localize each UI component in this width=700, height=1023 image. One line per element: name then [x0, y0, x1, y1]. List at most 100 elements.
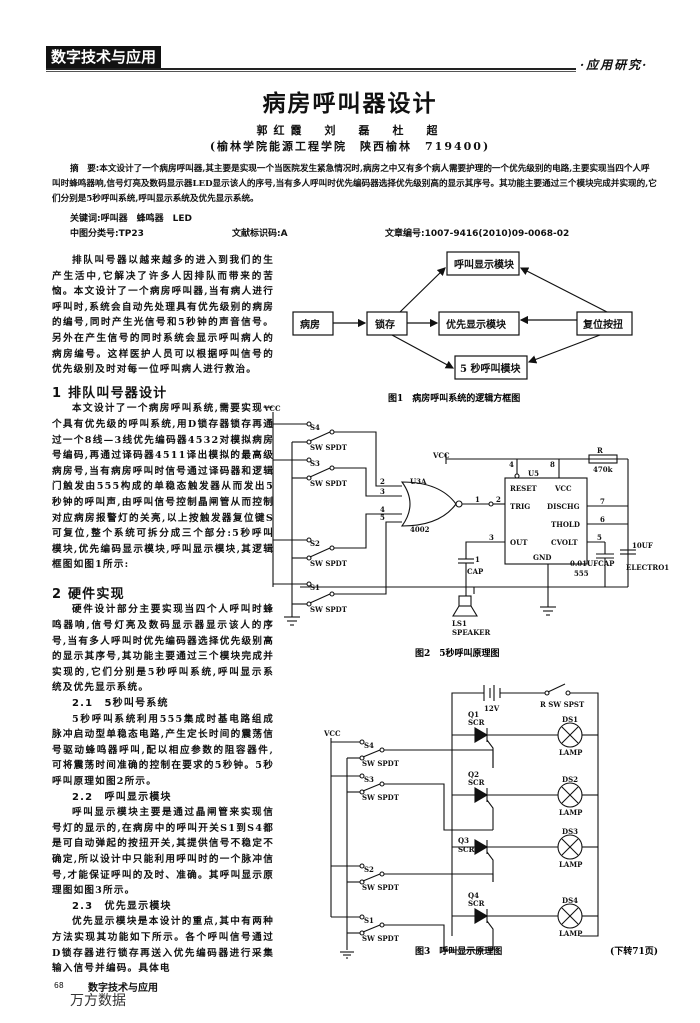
- label-sw-s4: SW SPDT: [310, 443, 348, 452]
- label-sw: SW SPDT: [362, 883, 400, 892]
- authors: 郭红霞 刘 磊 杜 超: [256, 124, 444, 137]
- affiliation: (榆林学院能源工程学院 陕西榆林 719400): [209, 140, 491, 153]
- label-s1: S1: [364, 916, 374, 925]
- nor-gate: [400, 481, 457, 527]
- switch-s2: [273, 513, 402, 561]
- label-lamp: LAMP: [559, 808, 583, 817]
- label-12v: 12V: [484, 704, 500, 713]
- label-sw-s2: SW SPDT: [310, 559, 348, 568]
- label-vcc-555: VCC: [432, 451, 450, 460]
- pin-label: 8: [550, 460, 555, 469]
- section-label: ·应用研究·: [580, 58, 649, 72]
- label-s3: S3: [310, 459, 320, 468]
- label-s4: S4: [310, 423, 320, 432]
- section-2-3-heading: 2.3 优先显示模块: [72, 900, 172, 912]
- section-2-1-heading: 2.1 5秒叫号系统: [72, 698, 169, 710]
- pin-label: 2: [380, 477, 385, 486]
- label-lamp: LAMP: [559, 748, 583, 757]
- label-lamp: LAMP: [559, 860, 583, 869]
- abstract-text: 本文设计了一个病房呼叫器,其主要是实现一个当医院发生紧急情况时,病房之中又有多个…: [52, 164, 657, 204]
- label-q1: Q1: [468, 710, 479, 719]
- box-priority-display: [438, 311, 520, 336]
- label-q3: Q3: [458, 836, 469, 845]
- pin-name: GND: [533, 553, 551, 562]
- pin-label: 4: [380, 505, 385, 514]
- switch-s1: [273, 521, 402, 607]
- row-4: [452, 903, 598, 950]
- section-2-3-text: 优先显示模块是本设计的重点,其中有两种方法实现其功能如下所示。各个呼叫信号通过D…: [52, 916, 274, 975]
- box-reset: [576, 311, 633, 336]
- section-1-heading: 1 排队叫号器设计: [52, 385, 168, 401]
- article-number: 文章编号:1007-9416(2010)09-0068-02: [385, 229, 570, 239]
- doc-code: 文献标识码:A: [232, 229, 288, 239]
- label-s1: S1: [310, 583, 320, 592]
- label-c-ctrl: 0.01UFCAP: [570, 559, 615, 568]
- label-scr: SCR: [468, 899, 485, 908]
- arrow-reset-5s: [527, 334, 601, 364]
- abstract-label: 摘 要:: [70, 164, 100, 174]
- left-column: 排队叫号器以越来越多的进入到我们的生产生活中,它解决了许多人因排队而带来的苦恼。…: [52, 253, 274, 977]
- label-scr: SCR: [468, 718, 485, 727]
- label-call-display: 呼叫显示模块: [454, 258, 515, 271]
- label-s3: S3: [364, 775, 374, 784]
- pin-name: DISCHG: [547, 502, 580, 511]
- pin-name: THOLD: [551, 520, 580, 529]
- article-title: 病房呼叫器设计: [262, 90, 438, 117]
- label-lamp: LAMP: [559, 929, 583, 938]
- pin-label: 4: [509, 460, 514, 469]
- arrow-latch-5s: [391, 334, 455, 369]
- keywords: 关键词:呼叫器 蜂鸣器 LED: [70, 214, 192, 224]
- header-rule-thin: [46, 71, 576, 72]
- label-speaker: SPEAKER: [452, 628, 491, 637]
- fig3-switch-s4: [331, 739, 494, 768]
- label-c-elec: 10UF: [632, 541, 653, 550]
- header-rule: [46, 68, 576, 70]
- label-reset-switch: R SW SPST: [540, 700, 585, 709]
- label-sw: SW SPDT: [362, 759, 400, 768]
- label-q2: Q2: [468, 770, 479, 779]
- section-2-2-heading: 2.2 呼叫显示模块: [72, 791, 172, 803]
- figure-1-block-diagram: 病房 锁存 呼叫显示模块 优先显示模块 复位按扭 5 秒呼叫模块 图1 病房呼叫…: [292, 251, 633, 404]
- label-sw: SW SPDT: [362, 793, 400, 802]
- label-scr: SCR: [468, 778, 485, 787]
- label-s2: S2: [310, 539, 320, 548]
- section-2-1-text: 5秒呼叫系统利用555集成时基电路组成脉冲启动型单稳态电路,产生定长时间的震荡信…: [52, 713, 274, 787]
- continued-note: (下转71页): [610, 945, 658, 957]
- box-call-display: [446, 251, 520, 276]
- pin-label: 6: [600, 515, 605, 524]
- abstract: 摘 要:本文设计了一个病房呼叫器,其主要是实现一个当医院发生紧急情况时,病房之中…: [52, 162, 657, 207]
- clc-number: 中图分类号:TP23: [70, 229, 144, 239]
- page-number: 68: [54, 981, 64, 990]
- figure-3-caption: 图3 呼叫显示原理图: [415, 945, 502, 957]
- label-vcc: VCC: [263, 404, 281, 413]
- label-scr: SCR: [458, 845, 475, 854]
- label-vcc: VCC: [323, 729, 341, 738]
- pin-label: 2: [496, 495, 501, 504]
- label-s4: S4: [364, 741, 374, 750]
- intro-paragraph: 排队叫号器以越来越多的进入到我们的生产生活中,它解决了许多人因排队而带来的苦恼。…: [52, 255, 274, 376]
- pin-label: 3: [489, 533, 494, 542]
- speaker-icon: [458, 595, 472, 607]
- label-priority-display: 优先显示模块: [446, 318, 507, 331]
- pin-label: 1: [475, 555, 480, 564]
- pin-name: RESET: [510, 484, 538, 493]
- fig3-switch-s3: [331, 773, 493, 831]
- label-sw-s1: SW SPDT: [310, 605, 348, 614]
- switch-s3: [273, 457, 402, 497]
- pin-name: VCC: [554, 484, 572, 493]
- figure-2-caption: 图2 5秒呼叫原理图: [415, 647, 500, 659]
- label-ds1: DS1: [562, 715, 578, 724]
- pin-label: 5: [380, 513, 385, 522]
- switch-s4: [273, 421, 402, 487]
- label-ls1: LS1: [452, 619, 467, 628]
- row-2: [452, 782, 598, 830]
- label-ds2: DS2: [562, 775, 578, 784]
- label-ward: 病房: [300, 318, 320, 331]
- figure-3-schematic: 12V R SW SPST Q1 SCR Q2 SCR Q3 SCR Q4 SC…: [323, 683, 658, 959]
- timer-555: [504, 477, 588, 565]
- pin-label: 1: [475, 495, 480, 504]
- figure-2-schematic: VCC S4 SW SPDT S3 SW SPDT S2 SW SPDT S1 …: [263, 404, 669, 659]
- figure-1-caption: 图1 病房呼叫系统的逻辑方框图: [388, 392, 520, 404]
- journal-tag: 数字技术与应用: [46, 46, 162, 68]
- section-2-text: 硬件设计部分主要实现当四个人呼叫时蜂鸣器响,信号灯亮及数码显示器显示该人的序号,…: [52, 604, 274, 694]
